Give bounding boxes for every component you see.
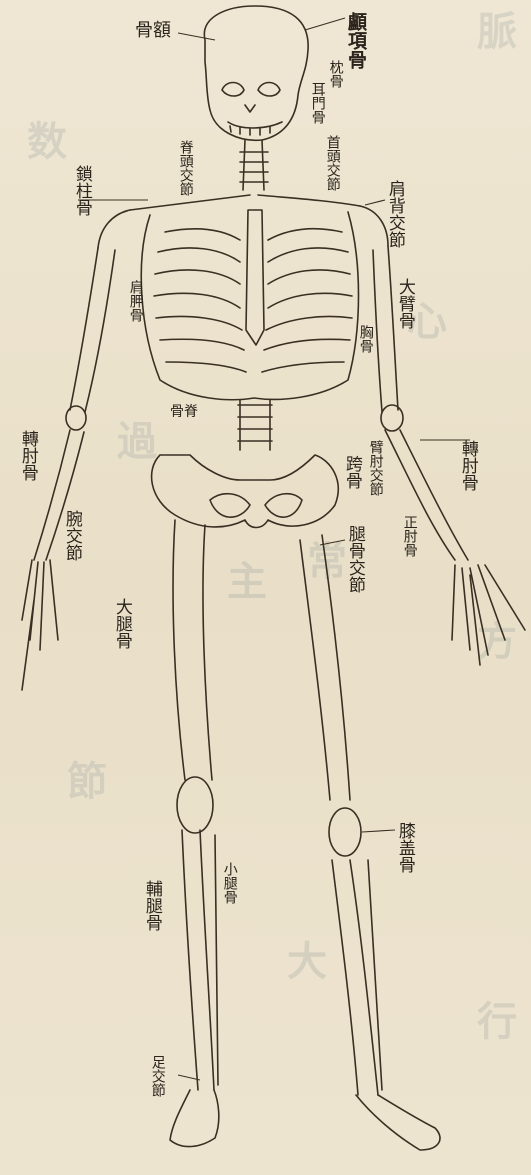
- label-humerus: 大臂骨: [395, 278, 413, 329]
- femur-left: [173, 520, 212, 780]
- label-spine-head-joint: 脊頭交節: [178, 140, 193, 196]
- label-temporal-bone: 耳門骨: [310, 82, 325, 124]
- label-tibia: 小腿骨: [222, 862, 237, 904]
- pelvis: [152, 455, 339, 528]
- label-hip-bone: 跨骨: [342, 455, 360, 489]
- label-ulna-right: 轉肘骨: [458, 440, 476, 491]
- fibula-right: [368, 860, 382, 1090]
- ribcage: [141, 212, 358, 400]
- hand-right: [452, 565, 525, 665]
- upper-arm-left: [70, 248, 115, 412]
- label-clavicle: 鎖柱骨: [72, 165, 90, 216]
- label-frontal-bone: 骨額: [135, 22, 171, 41]
- tibia-left: [182, 830, 214, 1090]
- label-head-neck-joint: 首頭交節: [325, 135, 340, 191]
- tibia-right: [332, 860, 378, 1095]
- label-wrist-joint: 腕交節: [62, 510, 80, 561]
- label-spine: 骨脊: [170, 405, 198, 420]
- label-ankle-joint: 足交節: [150, 1055, 165, 1097]
- label-hip-joint: 腿骨交節: [345, 525, 363, 593]
- label-occipital-bone: 枕骨: [328, 60, 343, 88]
- label-shoulder-joint: 肩背交節: [385, 180, 403, 248]
- skull: [204, 6, 308, 140]
- foot-left: [170, 1090, 219, 1147]
- label-kneecap: 膝盖骨: [395, 822, 413, 873]
- label-radius: 正肘骨: [402, 515, 417, 557]
- label-ulna-left: 轉肘骨: [18, 430, 36, 481]
- label-scapula: 肩胛骨: [128, 280, 143, 322]
- label-sternum: 胸骨: [358, 325, 373, 353]
- foot-right: [356, 1095, 440, 1150]
- label-elbow-joint: 臂肘交節: [368, 440, 383, 496]
- upper-arm-right: [373, 246, 398, 412]
- femur-right: [300, 535, 350, 800]
- label-parietal-bone: 顱項骨: [345, 12, 365, 69]
- clavicle-right: [258, 195, 360, 206]
- label-femur: 大腿骨: [112, 598, 130, 649]
- fibula-left: [215, 835, 218, 1085]
- clavicle-left: [130, 195, 250, 210]
- hand-left: [22, 560, 58, 690]
- forearm-right: [385, 430, 468, 560]
- label-fibula: 輔腿骨: [142, 880, 160, 931]
